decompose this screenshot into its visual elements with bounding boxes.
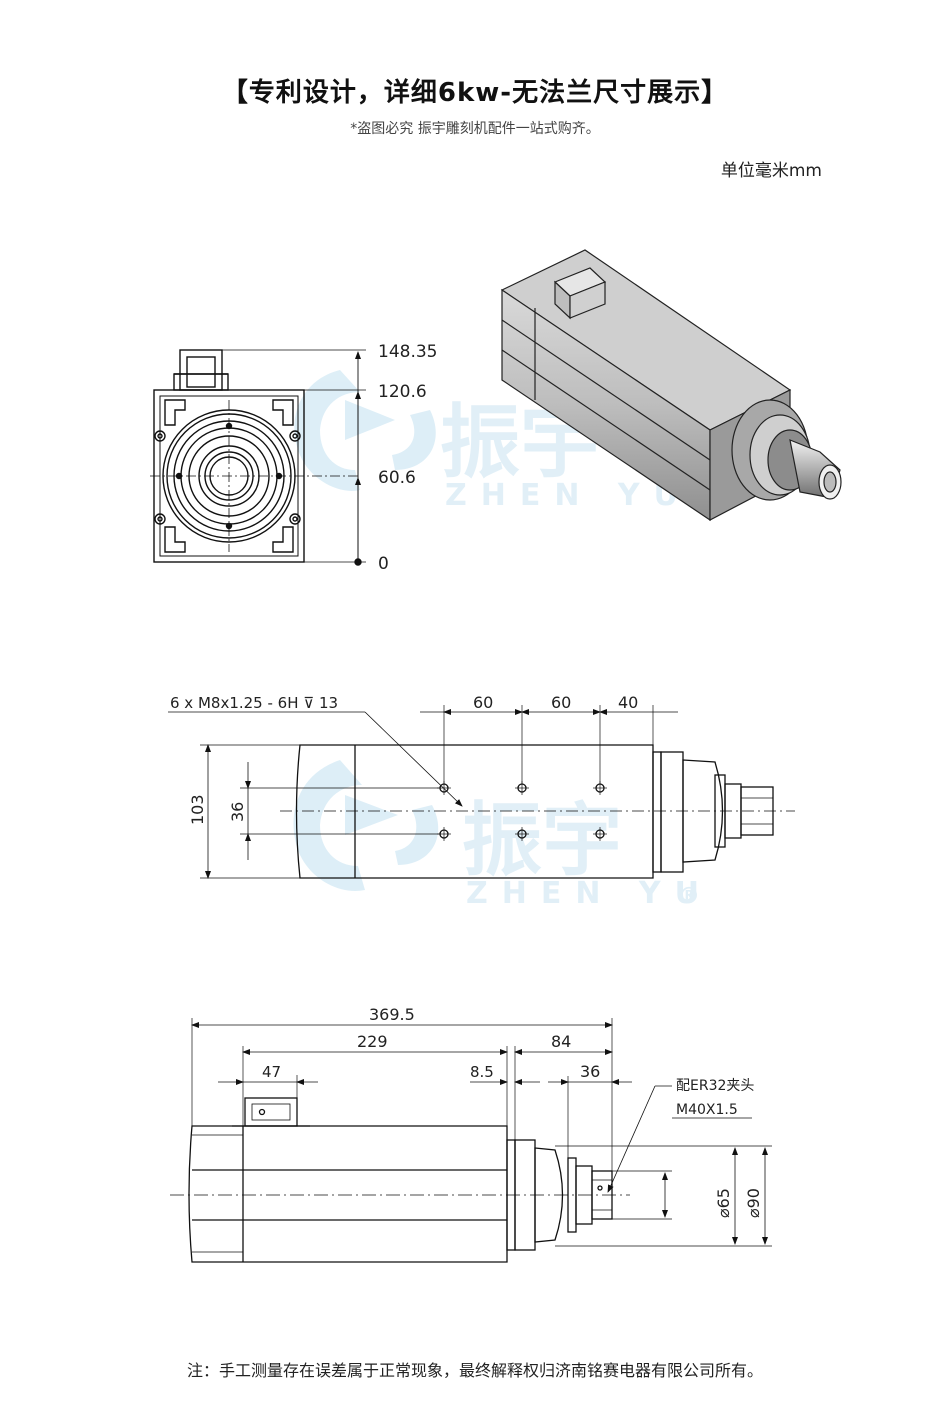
watermark-registered-2: ® — [678, 884, 700, 909]
unit-label: 单位毫米mm — [720, 161, 822, 181]
watermark-chinese-2: 振宇 — [462, 794, 622, 887]
front-dim-148: 148.35 — [378, 342, 437, 362]
front-view — [150, 349, 366, 566]
watermark-logo-middle: 振宇 ZHEN YU ® — [293, 760, 713, 911]
front-dim-0: 0 — [378, 554, 389, 574]
side-dia-65: ⌀65 — [714, 1188, 733, 1218]
side-thread-note: M40X1.5 — [676, 1102, 738, 1118]
watermark-latin: ZHEN YU — [445, 478, 692, 513]
top-thread-note: 6 x M8x1.25 - 6H ⊽ 13 — [170, 694, 338, 712]
side-connector — [244, 1097, 298, 1127]
front-dim-60: 60.6 — [378, 468, 416, 488]
side-dim-84: 84 — [551, 1032, 571, 1051]
top-dim-60b: 60 — [551, 693, 571, 712]
side-body-outline — [188, 1125, 508, 1263]
copyright-subtitle: *盗图必究 振宇雕刻机配件一站式购齐。 — [350, 121, 600, 137]
isometric-view — [500, 249, 842, 522]
page-title: 【专利设计，详细6kw-无法兰尺寸展示】 — [221, 78, 729, 108]
front-dim-120: 120.6 — [378, 382, 427, 402]
side-dim-229: 229 — [357, 1032, 388, 1051]
watermark-logo-top: 振宇 ZHEN YU ® — [294, 370, 700, 513]
top-body-outline — [295, 744, 654, 879]
top-view — [168, 705, 795, 879]
footer-note: 注：手工测量存在误差属于正常现象，最终解释权归济南铭赛电器有限公司所有。 — [186, 1361, 763, 1380]
side-dim-8-5: 8.5 — [470, 1063, 494, 1081]
side-dim-47: 47 — [262, 1063, 281, 1081]
top-dim-103: 103 — [188, 794, 207, 825]
top-dim-40: 40 — [618, 693, 638, 712]
side-dia-90: ⌀90 — [744, 1188, 763, 1218]
front-connector-inner — [186, 356, 216, 388]
top-dim-36: 36 — [228, 802, 247, 822]
top-dim-60a: 60 — [473, 693, 493, 712]
side-dim-369: 369.5 — [369, 1005, 415, 1024]
side-dim-36: 36 — [580, 1062, 600, 1081]
side-collet-note: 配ER32夹头 — [676, 1078, 754, 1094]
side-view — [170, 1018, 772, 1263]
watermark-latin-2: ZHEN YU — [466, 876, 713, 911]
